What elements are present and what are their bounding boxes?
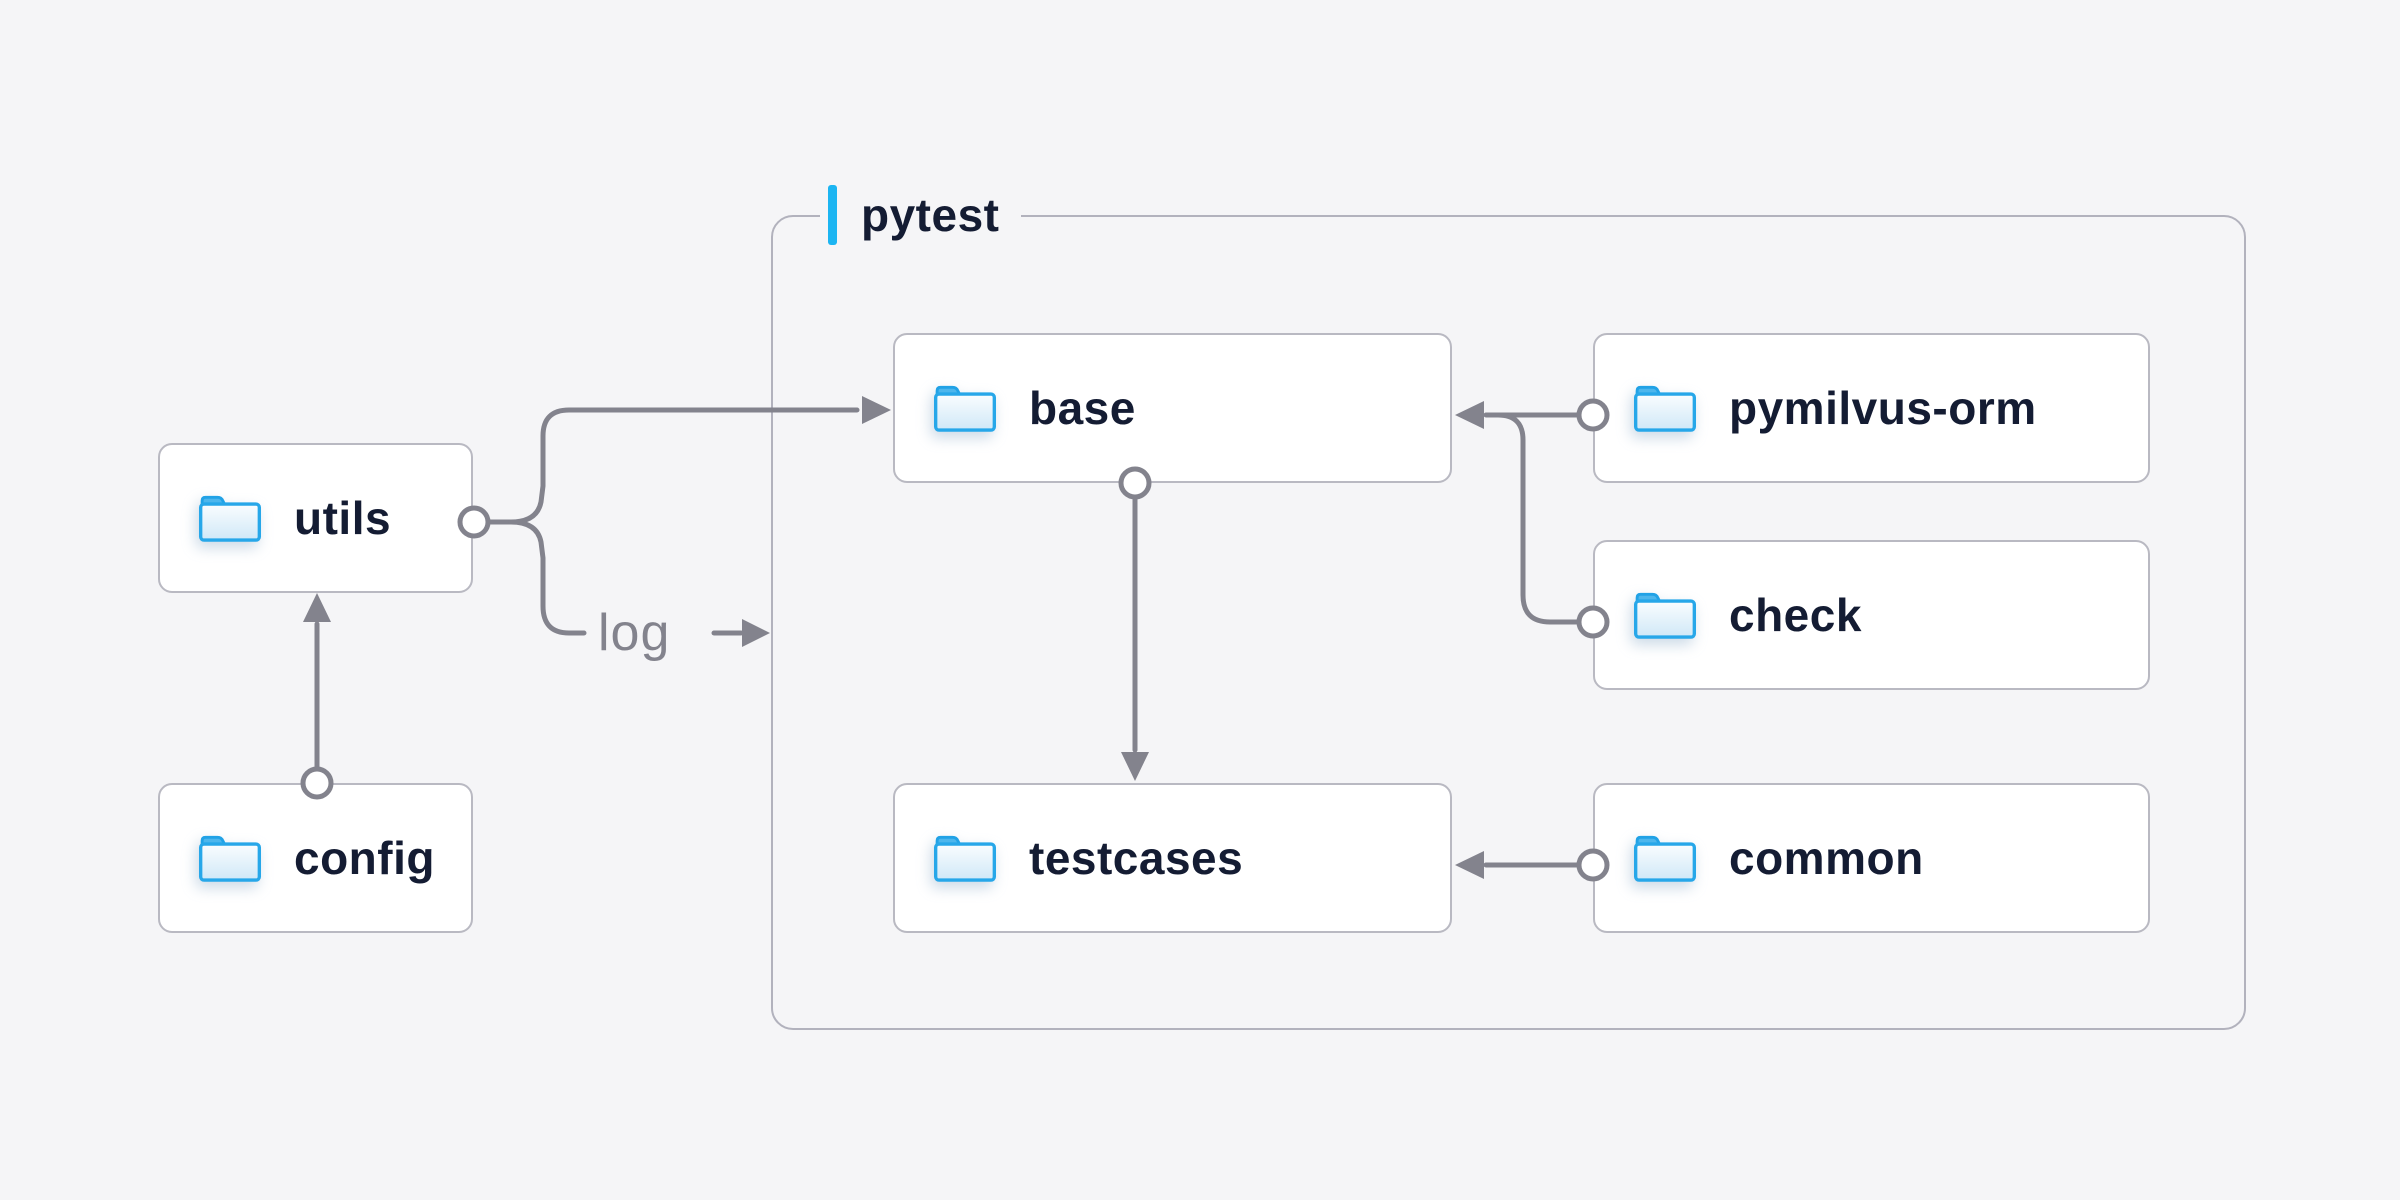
- arrowhead-right-icon: [742, 619, 770, 647]
- edge-utils-log: [508, 519, 587, 636]
- node-label: base: [1029, 382, 1136, 434]
- node-label: common: [1729, 832, 1924, 884]
- folder-icon: [198, 833, 262, 883]
- node-label: utils: [294, 492, 392, 544]
- node-label: pymilvus-orm: [1729, 382, 2037, 434]
- node-utils: utils: [158, 443, 473, 593]
- node-label: check: [1729, 589, 1862, 641]
- node-base: base: [893, 333, 1452, 483]
- pytest-group-label: pytest: [820, 183, 1022, 247]
- folder-icon: [198, 493, 262, 543]
- folder-icon: [1633, 383, 1697, 433]
- node-common: common: [1593, 783, 2150, 933]
- node-testcases: testcases: [893, 783, 1452, 933]
- folder-icon: [933, 383, 997, 433]
- node-pymilvus-orm: pymilvus-orm: [1593, 333, 2150, 483]
- folder-icon: [1633, 590, 1697, 640]
- node-config: config: [158, 783, 473, 933]
- node-check: check: [1593, 540, 2150, 690]
- node-label: config: [294, 832, 435, 884]
- accent-bar-icon: [828, 185, 837, 245]
- node-label: testcases: [1029, 832, 1244, 884]
- arrowhead-up-icon: [303, 593, 331, 622]
- folder-icon: [933, 833, 997, 883]
- pytest-group-title: pytest: [861, 189, 1000, 241]
- pytest-group-box: [771, 215, 2246, 1030]
- folder-icon: [1633, 833, 1697, 883]
- log-edge-label: log: [598, 604, 671, 662]
